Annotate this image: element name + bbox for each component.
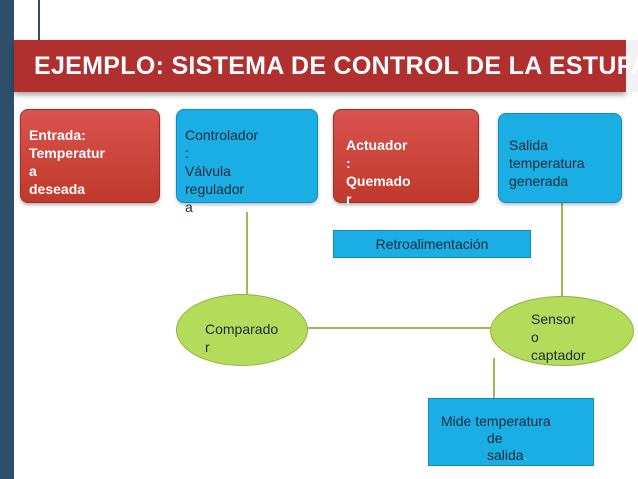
node-sensor-line-3: captador — [531, 347, 586, 363]
node-entrada: Entrada: Temperatur a deseada — [20, 109, 160, 203]
node-mide-line-3-wrap: salida. — [441, 447, 593, 464]
node-actuador: Actuador : Quemado r — [333, 109, 479, 207]
node-salida: Salida temperatura generada — [498, 113, 622, 203]
node-controlador-line-2: : — [185, 145, 189, 161]
node-comparador-line-2: r — [205, 339, 210, 355]
node-mide-temperatura: Mide temperatura de salida. — [428, 398, 594, 466]
node-salida-line-2: temperatura — [509, 155, 585, 171]
node-retroalimentacion: Retroalimentación — [333, 230, 531, 258]
node-mide-line-3: salida — [487, 447, 524, 463]
left-thin-stripe — [38, 0, 40, 40]
node-controlador-line-3: Válvula — [185, 163, 231, 179]
node-entrada-line-2: Temperatur — [29, 145, 105, 161]
connector-salida-sensor — [561, 203, 563, 299]
node-sensor-line-2: o — [531, 329, 539, 345]
connector-sensor-mide — [493, 358, 495, 400]
node-retroalimentacion-label: Retroalimentación — [375, 236, 489, 252]
node-actuador-line-3: Quemado — [346, 173, 411, 189]
node-entrada-line-3: a — [29, 163, 37, 179]
node-actuador-line-4: r — [346, 191, 352, 207]
page-title: EJEMPLO: SISTEMA DE CONTROL DE LA ESTUFA — [34, 52, 638, 80]
title-bar — [14, 40, 626, 92]
node-salida-line-1: Salida — [509, 137, 548, 153]
node-entrada-line-1: Entrada: — [29, 127, 86, 143]
node-controlador-line-5: a — [185, 199, 193, 215]
node-mide-line-2: de — [487, 430, 503, 446]
node-mide-dot: . — [523, 447, 528, 463]
node-comparador-line-1: Comparado — [205, 321, 279, 337]
node-entrada-line-4: deseada — [29, 181, 86, 197]
node-controlador-line-1: Controlador — [185, 127, 259, 143]
node-controlador: Controlador : Válvula regulador a — [176, 109, 318, 215]
node-mide-line-1: Mide temperatura — [441, 413, 551, 429]
node-actuador-line-1: Actuador — [346, 137, 408, 153]
node-sensor: Sensor o captador — [490, 296, 634, 366]
node-sensor-line-1: Sensor — [531, 311, 576, 327]
node-comparador: Comparado r — [176, 294, 308, 366]
left-stripe — [0, 0, 14, 479]
connector-comparador-sensor — [306, 327, 492, 329]
node-actuador-line-2: : — [346, 155, 351, 171]
node-controlador-line-4: regulador — [185, 181, 245, 197]
node-salida-line-3: generada — [509, 173, 569, 189]
connector-controlador-comparador — [246, 212, 248, 306]
title-bar-cap — [626, 40, 638, 92]
